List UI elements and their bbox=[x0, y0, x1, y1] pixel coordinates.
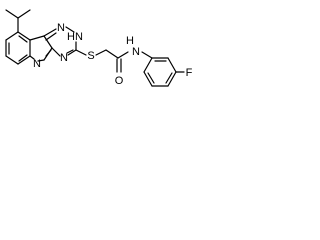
bond-benzene-4 bbox=[17, 55, 31, 65]
structure-drawing: N N H N N S O H N F bbox=[5, 9, 193, 87]
bond-pyrrole-1 bbox=[29, 35, 45, 41]
bond-isopropyl-methyl-left bbox=[5, 9, 19, 19]
atom-amide-h: H bbox=[126, 35, 134, 47]
bond-phenyl-double-c bbox=[147, 72, 155, 84]
atom-labels: N N H N N S O H N F bbox=[33, 22, 193, 87]
atom-nh-triazine: N bbox=[75, 31, 83, 43]
bond-c-s bbox=[75, 49, 87, 56]
bond-benzene-3 bbox=[5, 55, 19, 65]
bond-phenyl-2 bbox=[167, 57, 177, 73]
atom-sulfur: S bbox=[87, 50, 94, 62]
bond-carbonyl-n bbox=[117, 51, 129, 59]
bond-phenyl-5 bbox=[143, 71, 153, 87]
bond-triazine-4 bbox=[67, 49, 77, 56]
bond-phenyl-6 bbox=[143, 57, 153, 73]
bond-phenyl-double-b bbox=[165, 72, 173, 84]
atom-n-indole: N bbox=[33, 58, 41, 70]
bond-benzene-6 bbox=[17, 31, 31, 41]
bond-triazine-double-b bbox=[66, 49, 74, 54]
bond-benzene-double-c bbox=[18, 35, 28, 43]
bond-pyrrole-2 bbox=[43, 35, 53, 49]
bond-pyrrole-5 bbox=[29, 55, 35, 60]
bond-triazine-1 bbox=[43, 28, 57, 37]
bond-n-phenyl bbox=[141, 51, 153, 59]
atom-oxygen: O bbox=[115, 75, 124, 87]
bond-benzene-double-b bbox=[18, 54, 28, 62]
atom-fluorine: F bbox=[186, 67, 193, 79]
bond-benzene-1 bbox=[5, 31, 19, 41]
atom-n-triazine-top: N bbox=[57, 22, 65, 34]
bond-triazine-5 bbox=[51, 47, 61, 57]
bond-triazine-2 bbox=[65, 26, 75, 33]
bond-s-ch2 bbox=[95, 49, 107, 56]
bond-triazine-double-a bbox=[45, 32, 57, 41]
atom-h-triazine: H bbox=[67, 31, 75, 43]
bond-pyrrole-double bbox=[45, 49, 52, 57]
bond-phenyl-3 bbox=[167, 71, 177, 87]
atom-amide-n: N bbox=[132, 46, 140, 58]
bonds bbox=[5, 9, 185, 87]
bond-isopropyl-methyl-right bbox=[17, 9, 31, 19]
chemical-structure: N N H N N S O H N F bbox=[0, 0, 248, 128]
bond-ch2-carbonyl bbox=[105, 49, 119, 59]
bond-pyrrole-4 bbox=[37, 59, 45, 62]
atom-n-triazine-bottom: N bbox=[60, 52, 68, 64]
